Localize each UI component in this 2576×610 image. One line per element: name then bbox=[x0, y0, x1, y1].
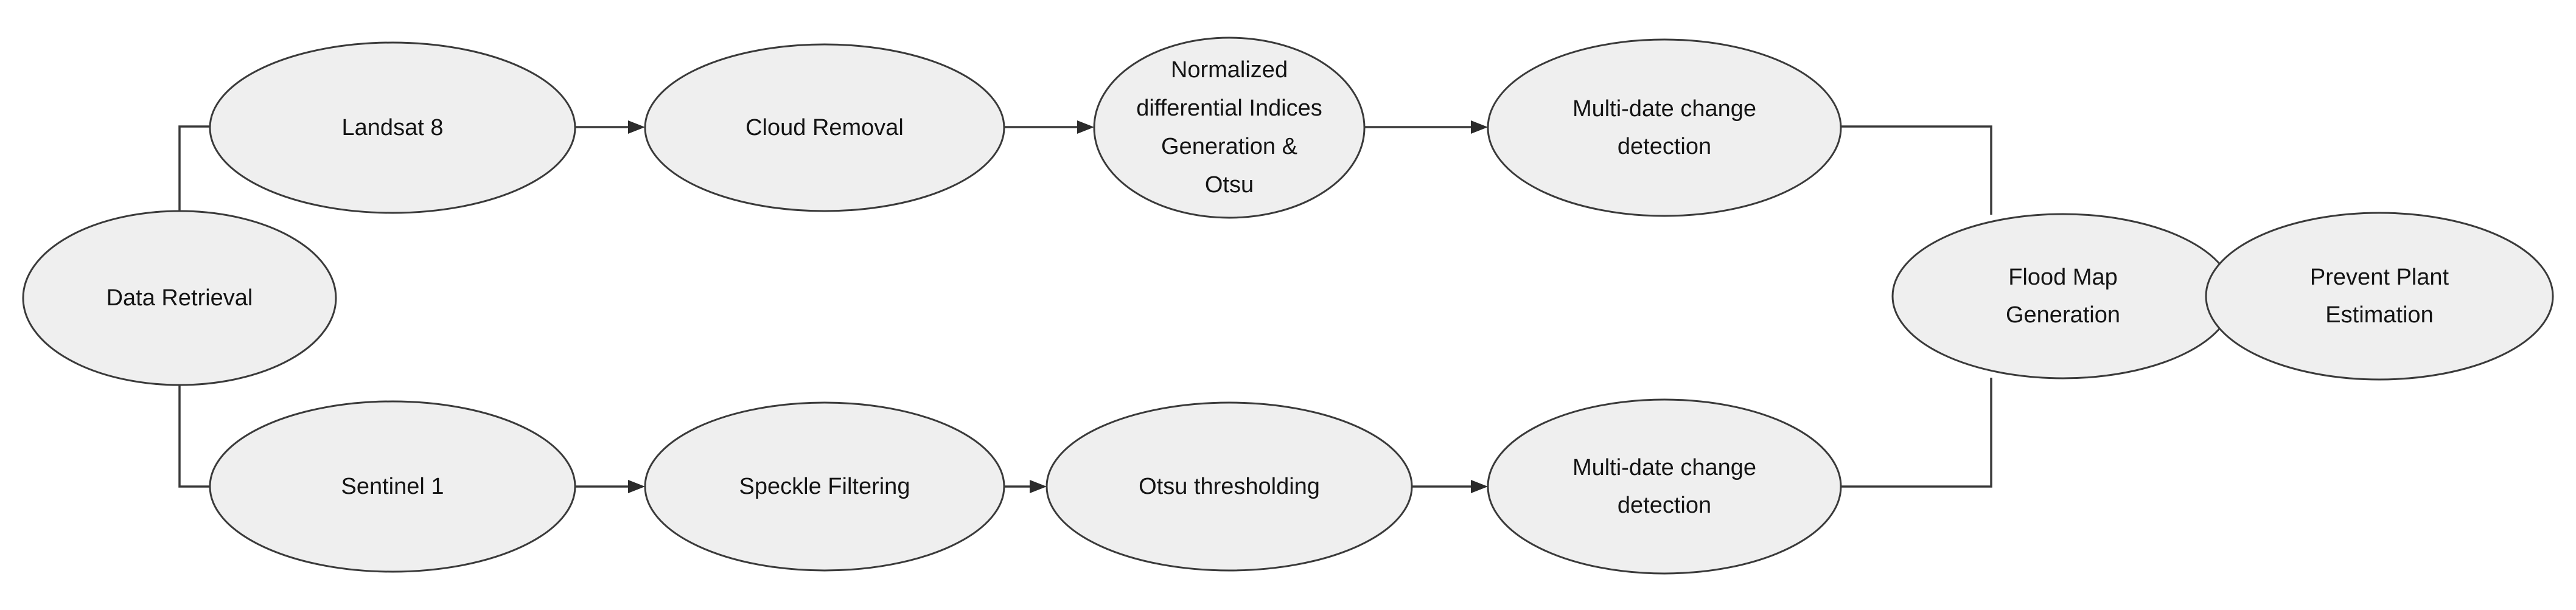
node-data-retrieval[interactable]: Data Retrieval bbox=[22, 210, 337, 386]
node-landsat-8[interactable]: Landsat 8 bbox=[209, 41, 576, 214]
node-multi-date-change-detection-bottom[interactable]: Multi-date change detection bbox=[1487, 398, 1842, 575]
connector-landsat-8-to-cloud-removal bbox=[576, 120, 645, 134]
connector-speckle-filtering-to-otsu-thresholding bbox=[1005, 480, 1047, 493]
connector-multi-date-bottom-to-flood-map bbox=[1841, 378, 1992, 488]
node-prevent-plant-estimation-shape[interactable] bbox=[2205, 212, 2554, 381]
node-otsu-thresholding-shape[interactable] bbox=[1045, 401, 1413, 572]
node-data-retrieval-shape[interactable] bbox=[22, 210, 337, 386]
node-speckle-filtering-shape[interactable] bbox=[644, 401, 1005, 572]
node-landsat-8-shape[interactable] bbox=[209, 41, 576, 214]
node-cloud-removal[interactable]: Cloud Removal bbox=[644, 43, 1005, 212]
connector-multi-date-top-to-flood-map bbox=[1841, 125, 1992, 215]
node-prevent-plant-estimation[interactable]: Prevent Plant Estimation bbox=[2205, 212, 2554, 381]
connector-sentinel-1-to-speckle-filtering bbox=[576, 480, 645, 493]
node-flood-map-generation-shape[interactable] bbox=[1891, 213, 2235, 380]
node-normalized-differential-indices-otsu[interactable]: Normalized differential Indices Generati… bbox=[1093, 36, 1366, 219]
node-multi-date-change-detection-top-shape[interactable] bbox=[1487, 38, 1842, 217]
node-flood-map-generation[interactable]: Flood Map Generation bbox=[1891, 213, 2235, 380]
connector-cloud-removal-to-normalized-indices bbox=[1005, 120, 1094, 134]
node-multi-date-change-detection-top[interactable]: Multi-date change detection bbox=[1487, 38, 1842, 217]
connector-data-retrieval-to-sentinel-1 bbox=[178, 385, 212, 488]
node-normalized-differential-indices-otsu-shape[interactable] bbox=[1093, 36, 1366, 219]
node-cloud-removal-shape[interactable] bbox=[644, 43, 1005, 212]
connector-otsu-thresholding-to-multi-date-bottom bbox=[1412, 480, 1488, 493]
node-multi-date-change-detection-bottom-shape[interactable] bbox=[1487, 398, 1842, 575]
node-sentinel-1-shape[interactable] bbox=[209, 400, 576, 573]
node-sentinel-1[interactable]: Sentinel 1 bbox=[209, 400, 576, 573]
node-otsu-thresholding[interactable]: Otsu thresholding bbox=[1045, 401, 1413, 572]
connector-normalized-indices-to-multi-date-top bbox=[1365, 120, 1488, 134]
connector-data-retrieval-to-landsat-8 bbox=[178, 125, 212, 211]
node-speckle-filtering[interactable]: Speckle Filtering bbox=[644, 401, 1005, 572]
